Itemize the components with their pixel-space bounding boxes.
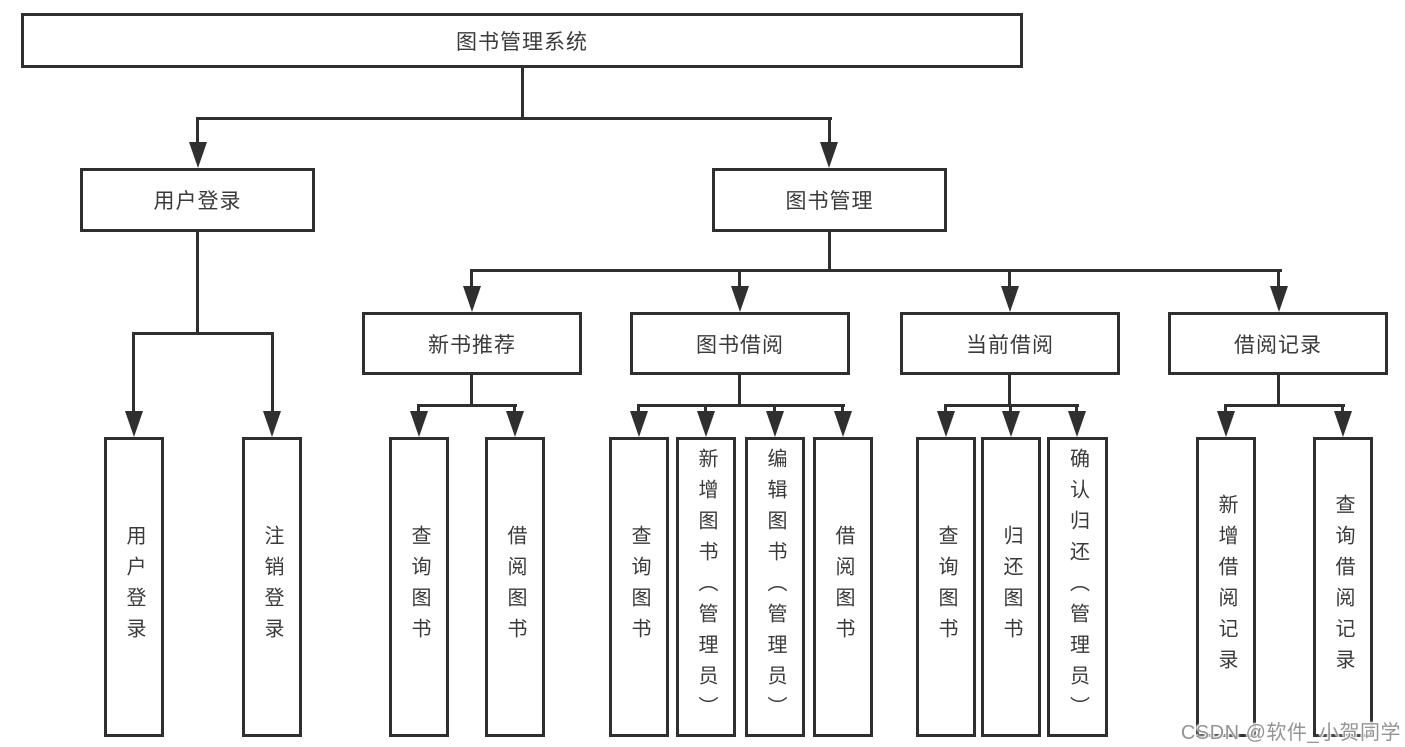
node-leaf-return-book: 归还图书 (981, 437, 1041, 737)
node-label: 图书借阅 (696, 333, 784, 357)
connector-line (828, 117, 831, 145)
node-leaf-confirm-return-admin: 确认归还（管理员） (1047, 437, 1108, 737)
node-label: 确认归还（管理员） (1066, 447, 1089, 727)
connector-line (1277, 269, 1280, 289)
watermark: CSDN @软件_小贺同学 (1180, 722, 1401, 744)
connector-line (132, 332, 135, 414)
node-label: 注销登录 (261, 525, 283, 649)
connector-line (841, 404, 844, 414)
connector-line (738, 269, 741, 289)
node-leaf-query-borrow-record: 查询借阅记录 (1313, 437, 1373, 737)
node-label: 查询图书 (408, 525, 430, 649)
node-label: 新增图书（管理员） (695, 447, 717, 727)
connector-line (417, 404, 420, 414)
connector-line (1075, 404, 1078, 414)
connector-arrowhead (1001, 286, 1019, 312)
connector-arrowhead (410, 411, 428, 437)
node-leaf-query-books-1: 查询图书 (389, 437, 449, 737)
connector-arrowhead (820, 142, 838, 168)
node-label: 编辑图书（管理员） (764, 447, 786, 727)
node-leaf-add-book-admin: 新增图书（管理员） (676, 437, 736, 737)
connector-arrowhead (937, 411, 955, 437)
node-label: 图书管理系统 (456, 30, 588, 54)
node-leaf-borrow-books-1: 借阅图书 (485, 437, 545, 737)
connector-line (637, 404, 845, 407)
connector-line (196, 230, 199, 335)
node-label: 当前借阅 (966, 333, 1054, 357)
node-label: 新书推荐 (428, 333, 516, 357)
connector-line (132, 332, 274, 335)
connector-line (513, 404, 516, 414)
connector-arrowhead (1002, 411, 1020, 437)
connector-line (1008, 373, 1011, 407)
node-label: 归还图书 (1000, 525, 1022, 649)
node-book-borrowing: 图书借阅 (630, 312, 850, 375)
node-label: 借阅图书 (504, 525, 526, 649)
connector-arrowhead (125, 411, 143, 437)
connector-arrowhead (731, 286, 749, 312)
connector-line (470, 373, 473, 407)
node-current-borrowing: 当前借阅 (900, 312, 1120, 375)
node-user-login: 用户登录 (80, 168, 315, 232)
connector-arrowhead (506, 411, 524, 437)
connector-line (1277, 373, 1280, 407)
node-leaf-borrow-books-2: 借阅图书 (813, 437, 873, 737)
node-leaf-edit-book-admin: 编辑图书（管理员） (745, 437, 805, 737)
connector-line (271, 332, 274, 414)
node-label: 图书管理 (785, 190, 874, 213)
connector-arrowhead (1334, 411, 1352, 437)
connector-arrowhead (1270, 286, 1288, 312)
node-borrow-records: 借阅记录 (1168, 312, 1388, 375)
connector-arrowhead (630, 411, 648, 437)
connector-line (944, 404, 947, 414)
node-label: 用户登录 (153, 190, 242, 213)
node-label: 查询图书 (628, 525, 650, 649)
connector-arrowhead (463, 286, 481, 312)
node-leaf-logout: 注销登录 (242, 437, 302, 737)
node-label: 新增借阅记录 (1215, 494, 1237, 680)
connector-arrowhead (263, 411, 281, 437)
connector-line (521, 66, 524, 119)
node-leaf-add-borrow-record: 新增借阅记录 (1196, 437, 1256, 737)
connector-arrowhead (1217, 411, 1235, 437)
connector-line (196, 117, 832, 120)
node-book-management: 图书管理 (712, 168, 947, 232)
connector-line (1009, 404, 1012, 414)
connector-line (828, 230, 831, 272)
connector-line (196, 117, 199, 145)
connector-line (637, 404, 640, 414)
node-label: 借阅图书 (832, 525, 854, 649)
connector-line (417, 404, 517, 407)
node-library-system: 图书管理系统 (21, 13, 1023, 68)
connector-line (470, 269, 473, 289)
node-leaf-query-books-2: 查询图书 (609, 437, 669, 737)
connector-line (1224, 404, 1227, 414)
connector-arrowhead (697, 411, 715, 437)
connector-line (1341, 404, 1344, 414)
node-label: 用户登录 (123, 525, 145, 649)
connector-line (470, 269, 1282, 272)
connector-line (738, 373, 741, 407)
connector-arrowhead (766, 411, 784, 437)
connector-arrowhead (189, 142, 207, 168)
node-label: 借阅记录 (1234, 333, 1322, 357)
node-leaf-query-books-3: 查询图书 (916, 437, 976, 737)
connector-arrowhead (1068, 411, 1086, 437)
connector-line (704, 404, 707, 414)
node-new-book-recommend: 新书推荐 (362, 312, 582, 375)
connector-arrowhead (834, 411, 852, 437)
node-label: 查询借阅记录 (1332, 494, 1354, 680)
node-leaf-user-login: 用户登录 (104, 437, 164, 737)
connector-line (1008, 269, 1011, 289)
connector-line (1224, 404, 1345, 407)
connector-line (773, 404, 776, 414)
node-label: 查询图书 (935, 525, 957, 649)
